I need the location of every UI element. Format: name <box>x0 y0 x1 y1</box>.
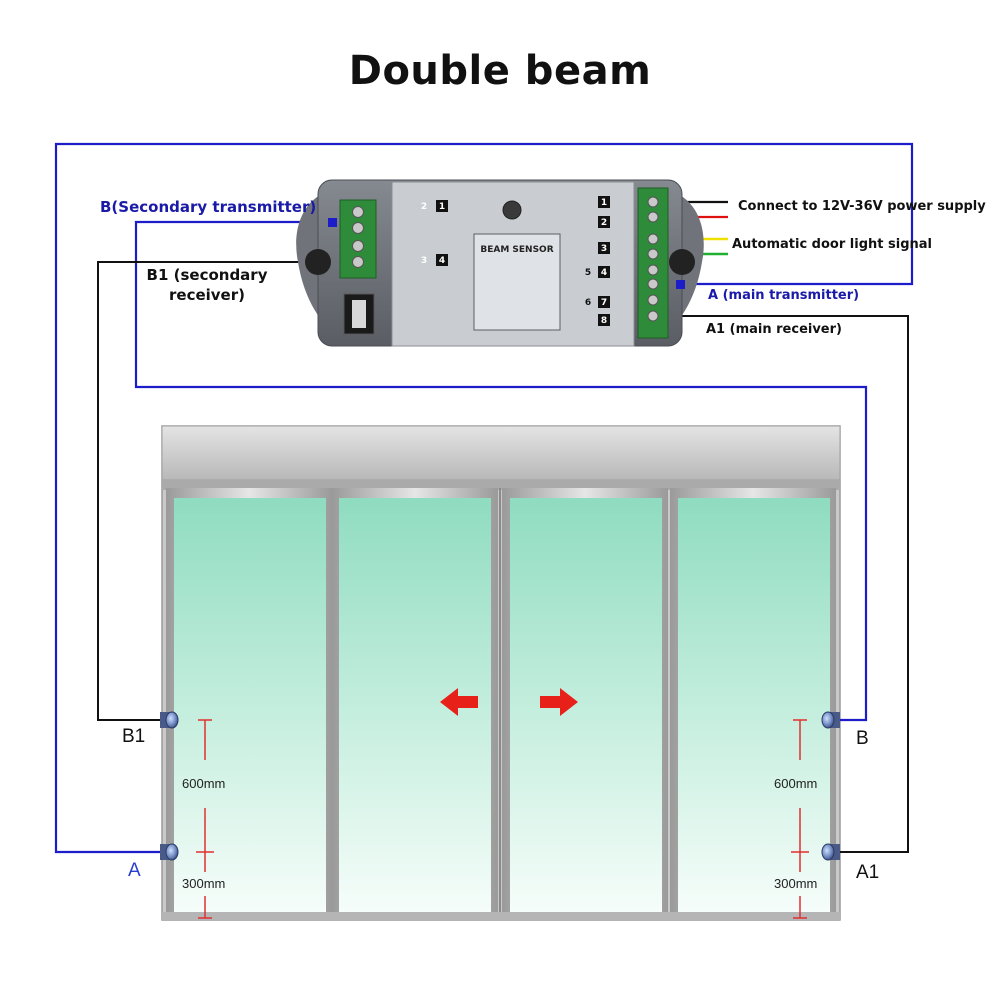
connector-a-icon <box>676 280 685 289</box>
label-power-supply: Connect to 12V-36V power supply <box>738 199 986 214</box>
sensor-a-icon <box>160 843 179 861</box>
arrow-left-icon <box>440 688 478 716</box>
label-secondary-receiver-line1: B1 (secondary <box>146 266 268 284</box>
door-panel-left-fixed <box>166 488 332 918</box>
left-terminal-3: 3 <box>421 256 427 266</box>
right-terminal-screws <box>647 196 659 322</box>
wire-a1-main-receiver <box>662 315 909 853</box>
dimension-marker-left <box>196 719 214 919</box>
right-terminal-2: 2 <box>601 218 607 228</box>
sensor-letter-a: A <box>128 860 141 881</box>
right-terminal-4: 4 <box>601 268 607 278</box>
mounting-hole-right <box>669 249 695 275</box>
product-label-text: BEAM SENSOR <box>480 245 553 255</box>
arrow-right-icon <box>540 688 578 716</box>
label-main-receiver: A1 (main receiver) <box>706 322 842 337</box>
right-terminal-5: 5 <box>585 268 591 278</box>
wire-a-main-transmitter <box>54 142 914 854</box>
right-terminal-3: 3 <box>601 244 607 254</box>
label-secondary-transmitter: B(Secondary transmitter) <box>100 198 317 216</box>
left-terminal-1: 1 <box>439 202 445 212</box>
right-terminal-1: 1 <box>601 198 607 208</box>
sensor-letter-b: B <box>856 728 869 749</box>
right-terminal-7: 7 <box>601 298 607 308</box>
left-terminal-screws <box>352 206 364 268</box>
diagram-title: Double beam <box>348 48 652 94</box>
sensor-a1-icon <box>821 843 840 861</box>
sensor-b-icon <box>821 711 840 729</box>
dimension-300-left: 300mm <box>182 876 226 891</box>
right-terminal-numbers: 1 2 3 4 5 6 7 8 <box>585 198 607 326</box>
sensor-letter-b1: B1 <box>122 726 146 747</box>
left-terminal-2: 2 <box>421 202 427 212</box>
dimension-600-left: 600mm <box>182 776 226 791</box>
door-header-rail <box>162 480 840 490</box>
left-terminal-numbers: 1 2 3 4 <box>421 202 445 266</box>
label-secondary-receiver: B1 (secondary receiver) <box>142 266 272 304</box>
dimension-600-right: 600mm <box>774 776 818 791</box>
wire-b-secondary-transmitter <box>134 220 868 722</box>
indicator-led <box>502 200 522 220</box>
sliding-door <box>161 425 841 921</box>
door-panel-right-fixed <box>670 488 836 918</box>
beam-sensor-controller <box>296 179 704 347</box>
label-secondary-receiver-line2: receiver) <box>169 286 245 304</box>
wire-b1-secondary-receiver <box>97 261 340 721</box>
connector-b-icon <box>328 218 337 227</box>
door-header <box>161 425 841 481</box>
door-panel-right-sliding <box>502 488 668 918</box>
left-terminal-4: 4 <box>439 256 445 266</box>
label-door-light-signal: Automatic door light signal <box>732 237 932 252</box>
mounting-hole-left <box>305 249 331 275</box>
dimension-marker-right <box>791 719 809 919</box>
label-main-transmitter: A (main transmitter) <box>708 288 860 303</box>
sensor-letter-a1: A1 <box>856 862 880 883</box>
dimension-300-right: 300mm <box>774 876 818 891</box>
product-label-panel <box>473 233 561 331</box>
right-terminal-8: 8 <box>601 316 607 326</box>
sensor-b1-icon <box>160 711 179 729</box>
right-terminal-6: 6 <box>585 298 591 308</box>
